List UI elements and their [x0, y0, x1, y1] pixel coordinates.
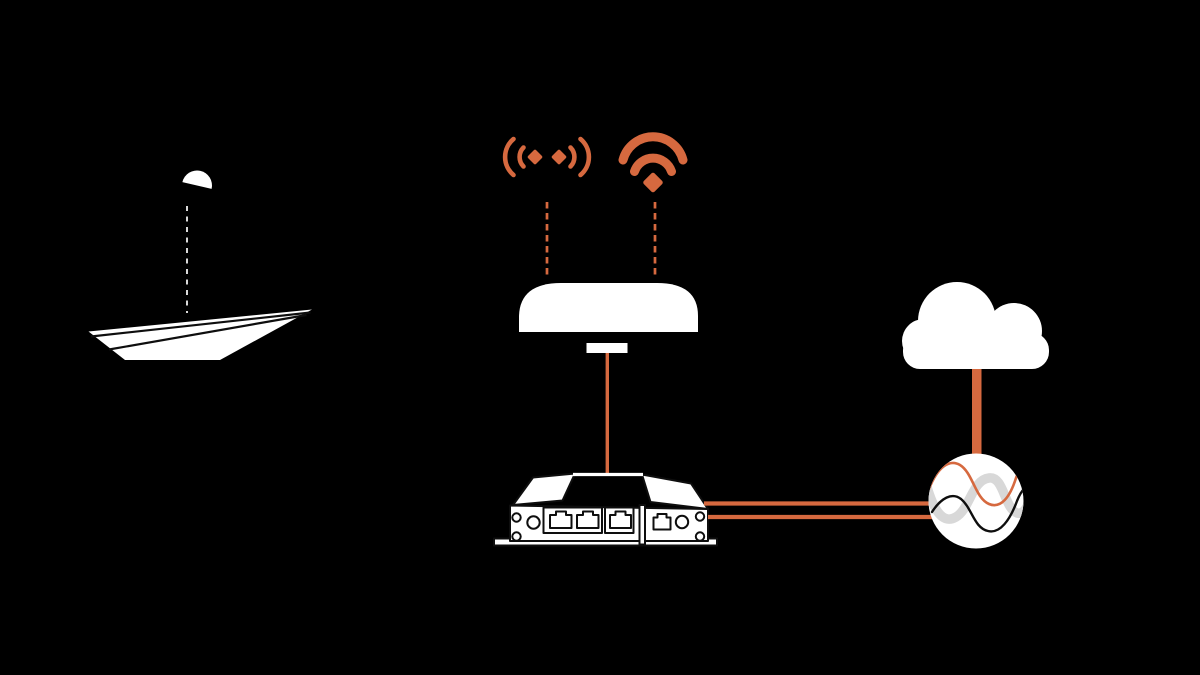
road-surface-icon — [88, 309, 312, 360]
ethernet-port — [549, 510, 573, 529]
dome-antenna-icon — [519, 283, 698, 353]
router-left-facet — [512, 472, 576, 506]
router-led — [694, 511, 706, 522]
ethernet-port — [609, 510, 632, 529]
waves-circle-icon — [928, 453, 1024, 549]
cloud-to-waves-link — [972, 369, 982, 455]
signal-icons-group — [502, 132, 688, 277]
wifi-signal-icon — [618, 132, 688, 193]
wave-gray — [928, 473, 1024, 524]
cellular-signal-icon — [502, 136, 592, 178]
router-divider-bar — [638, 504, 646, 546]
router-led — [511, 531, 522, 542]
power-connector-port — [652, 513, 672, 531]
router-icon — [493, 472, 718, 547]
router-led — [694, 531, 706, 542]
lamp-head-icon — [182, 170, 212, 189]
router-connector-round — [674, 514, 690, 530]
ethernet-port — [576, 510, 600, 529]
wave-black — [930, 485, 1024, 533]
cloud-icon — [902, 282, 1049, 369]
router-connector-round — [526, 515, 541, 530]
street-light-group — [88, 170, 312, 360]
router-led — [511, 512, 522, 523]
router-right-facet — [641, 473, 709, 510]
antenna-mount-base — [586, 343, 628, 353]
